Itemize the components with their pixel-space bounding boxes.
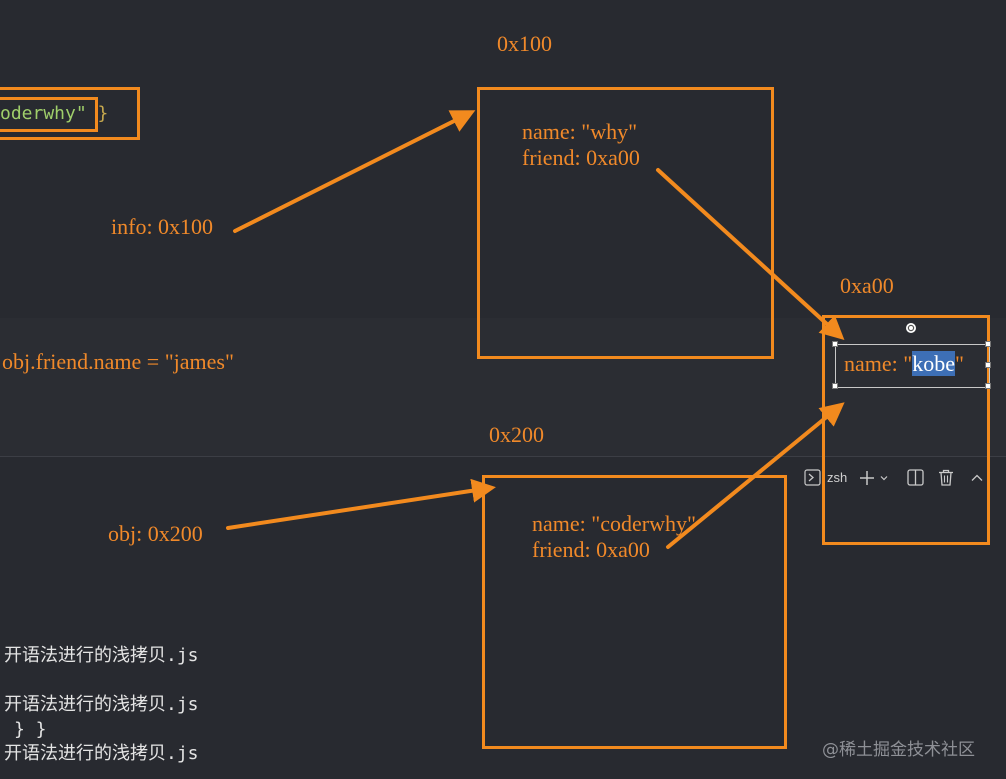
- friend-name-suffix: ": [955, 351, 964, 376]
- code-brace: }: [86, 103, 109, 124]
- terminal-dropdown-button[interactable]: [879, 473, 889, 483]
- terminal-line: 开语法进行的浅拷贝.js: [4, 694, 199, 715]
- resize-handle[interactable]: [985, 362, 991, 368]
- arrow-obj-friend-to-friend: [666, 402, 845, 549]
- friend-name-prefix: name: ": [844, 351, 913, 376]
- split-editor-icon: [907, 469, 924, 486]
- rotate-handle-icon[interactable]: [905, 322, 917, 334]
- terminal-icon: [804, 469, 821, 486]
- terminal-line: 开语法进行的浅拷贝.js: [4, 645, 199, 666]
- assignment-statement: obj.friend.name = "james": [2, 349, 234, 374]
- address-label-info: 0x100: [497, 31, 552, 56]
- friend-object-box: [822, 315, 990, 545]
- address-label-friend: 0xa00: [840, 273, 894, 298]
- friend-name-value[interactable]: kobe: [912, 351, 955, 376]
- chevron-down-icon: [880, 475, 888, 480]
- address-label-obj: 0x200: [489, 422, 544, 447]
- trash-icon: [939, 469, 954, 486]
- resize-handle[interactable]: [832, 383, 838, 389]
- obj-name-field: name: "coderwhy": [532, 511, 696, 536]
- maximize-panel-button[interactable]: [970, 472, 984, 484]
- terminal-selector[interactable]: zsh: [804, 469, 847, 486]
- variable-obj: obj: 0x200: [108, 521, 203, 546]
- info-object-box: [477, 87, 774, 359]
- code-highlight-outer: [0, 87, 140, 140]
- code-string: oderwhy": [0, 103, 87, 124]
- split-terminal-button[interactable]: [907, 469, 924, 486]
- obj-object-box: [482, 475, 787, 749]
- arrow-obj-to-object: [226, 478, 496, 530]
- variable-info: info: 0x100: [111, 214, 214, 239]
- resize-handle[interactable]: [832, 341, 838, 347]
- terminal-line: 开语法进行的浅拷贝.js: [4, 743, 199, 764]
- arrow-info-to-object: [233, 110, 476, 233]
- arrow-info-friend-to-friend: [656, 168, 845, 341]
- chevron-up-icon: [971, 474, 983, 481]
- info-name-field: name: "why": [522, 119, 638, 144]
- new-terminal-button[interactable]: [859, 470, 875, 486]
- panel-divider: [0, 456, 1006, 457]
- code-snippet: oderwhy" }: [0, 105, 108, 123]
- plus-icon: [860, 470, 875, 485]
- obj-friend-field: friend: 0xa00: [532, 537, 650, 562]
- kill-terminal-button[interactable]: [938, 469, 954, 486]
- info-friend-field: friend: 0xa00: [522, 145, 640, 170]
- code-highlight-inner: [0, 97, 98, 132]
- resize-handle[interactable]: [985, 341, 991, 347]
- terminal-line: } }: [14, 719, 47, 740]
- resize-handle[interactable]: [985, 383, 991, 389]
- friend-name-field: name: "kobe": [844, 351, 964, 376]
- terminal-toolbar: zsh: [804, 469, 984, 486]
- shell-label: zsh: [827, 470, 848, 485]
- watermark: @稀土掘金技术社区: [822, 740, 975, 760]
